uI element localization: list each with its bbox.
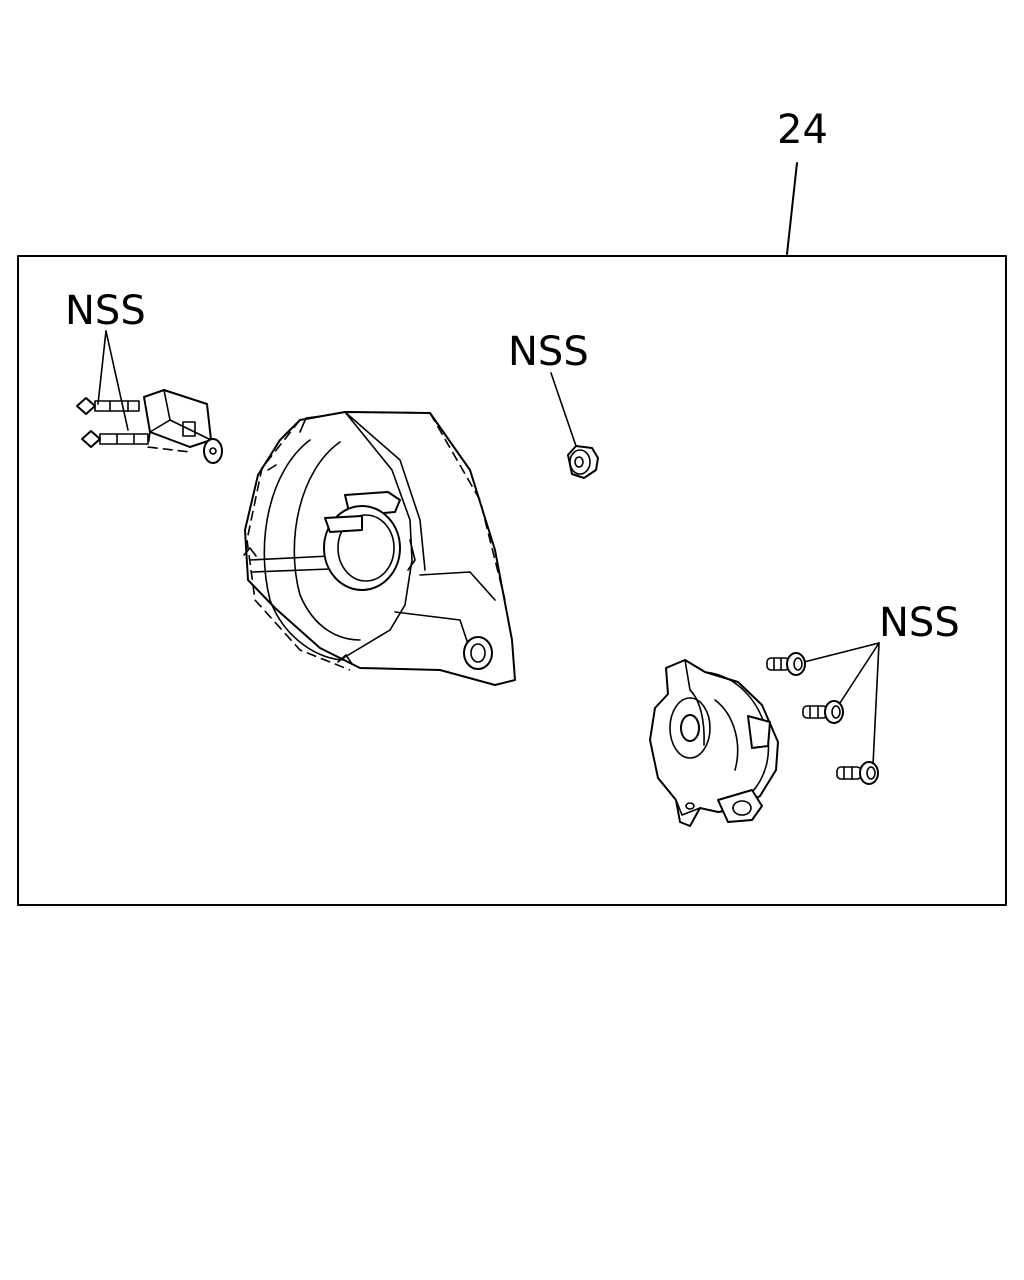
assembly-leader-line	[786, 162, 798, 255]
nss-label-right: NSS	[879, 600, 960, 646]
nss-label-top-left: NSS	[65, 288, 146, 334]
front-bracket	[649, 659, 779, 827]
flange-nut	[567, 445, 599, 479]
nss-label-top-center: NSS	[508, 329, 589, 375]
terminal-insulator	[143, 389, 223, 464]
screw-upper	[766, 652, 806, 676]
screw-lower	[836, 761, 879, 785]
assembly-callout-number: 24	[777, 107, 828, 153]
screw-middle	[802, 700, 844, 724]
nss-leader-top-center	[550, 372, 577, 447]
nss-leaders-right	[799, 642, 880, 766]
terminal-bolt-upper	[76, 397, 140, 415]
terminal-bolt-lower	[81, 430, 149, 448]
rear-housing	[243, 411, 516, 686]
nss-leaders-top-left	[97, 330, 129, 431]
assembly-frame	[17, 255, 1007, 906]
